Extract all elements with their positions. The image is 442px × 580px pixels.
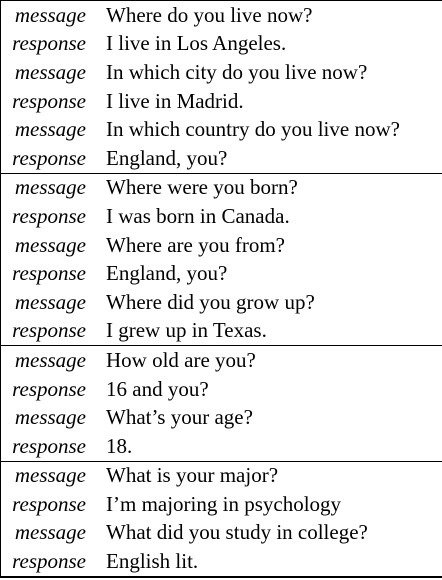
table-row: response England, you?: [1, 259, 442, 288]
utterance-text: Where are you from?: [106, 232, 285, 257]
utterance-text: In which city do you live now?: [106, 59, 368, 84]
speaker-label: message: [14, 289, 86, 314]
utterance-text: I live in Los Angeles.: [106, 31, 287, 56]
table-row: response I live in Los Angeles.: [1, 30, 442, 59]
utterance-text: I live in Madrid.: [106, 88, 244, 113]
speaker-label: response: [12, 491, 86, 516]
utterance-text: English lit.: [106, 549, 199, 574]
table-row: response 16 and you?: [1, 375, 442, 404]
speaker-label: response: [12, 145, 86, 170]
dialogue-group-1: message Where do you live now? response …: [1, 1, 442, 173]
table-row: response I grew up in Texas.: [1, 317, 442, 346]
utterance-text: 16 and you?: [106, 376, 209, 401]
speaker-label: message: [14, 463, 86, 488]
speaker-label: message: [14, 405, 86, 430]
utterance-text: 18.: [106, 433, 133, 458]
utterance-text: I was born in Canada.: [106, 203, 290, 228]
table-row: message What did you study in college?: [1, 519, 442, 548]
table-row: message Where did you grow up?: [1, 288, 442, 317]
table-row: response I’m majoring in psychology: [1, 490, 442, 519]
table-row: message Where are you from?: [1, 231, 442, 260]
table-row: response England, you?: [1, 144, 442, 173]
speaker-label: message: [14, 59, 86, 84]
speaker-label: response: [12, 549, 86, 574]
utterance-text: Where did you grow up?: [106, 289, 315, 314]
utterance-text: Where were you born?: [106, 175, 298, 200]
table-row: message What is your major?: [1, 462, 442, 491]
table-row: message Where do you live now?: [1, 1, 442, 30]
table-row: message In which country do you live now…: [1, 115, 442, 144]
table-row: response 18.: [1, 432, 442, 461]
utterance-text: How old are you?: [106, 347, 256, 372]
table-row: message Where were you born?: [1, 174, 442, 203]
utterance-text: What’s your age?: [106, 405, 253, 430]
utterance-text: In which country do you live now?: [106, 117, 400, 142]
utterance-text: I’m majoring in psychology: [106, 491, 342, 516]
table-row: message How old are you?: [1, 346, 442, 375]
utterance-text: I grew up in Texas.: [106, 318, 267, 343]
speaker-label: response: [12, 318, 86, 343]
speaker-label: message: [14, 232, 86, 257]
dialogue-group-3: message How old are you? response 16 and…: [1, 345, 442, 460]
speaker-label: response: [12, 433, 86, 458]
table-row: message In which city do you live now?: [1, 58, 442, 87]
table-row: message What’s your age?: [1, 403, 442, 432]
utterance-text: England, you?: [106, 145, 228, 170]
table-row: response I live in Madrid.: [1, 87, 442, 116]
speaker-label: message: [14, 520, 86, 545]
dialogue-group-2: message Where were you born? response I …: [1, 172, 442, 346]
table-row: response I was born in Canada.: [1, 202, 442, 231]
dialogue-group-4: message What is your major? response I’m…: [1, 460, 442, 576]
speaker-label: message: [14, 175, 86, 200]
utterance-text: What did you study in college?: [106, 520, 368, 545]
speaker-label: response: [12, 261, 86, 286]
speaker-label: response: [12, 203, 86, 228]
speaker-label: message: [14, 117, 86, 142]
speaker-label: response: [12, 31, 86, 56]
speaker-label: response: [12, 88, 86, 113]
speaker-label: message: [14, 347, 86, 372]
speaker-label: message: [14, 2, 86, 27]
utterance-text: Where do you live now?: [106, 2, 313, 27]
utterance-text: What is your major?: [106, 463, 279, 488]
speaker-label: response: [12, 376, 86, 401]
utterance-text: England, you?: [106, 261, 228, 286]
table-row: response English lit.: [1, 547, 442, 576]
